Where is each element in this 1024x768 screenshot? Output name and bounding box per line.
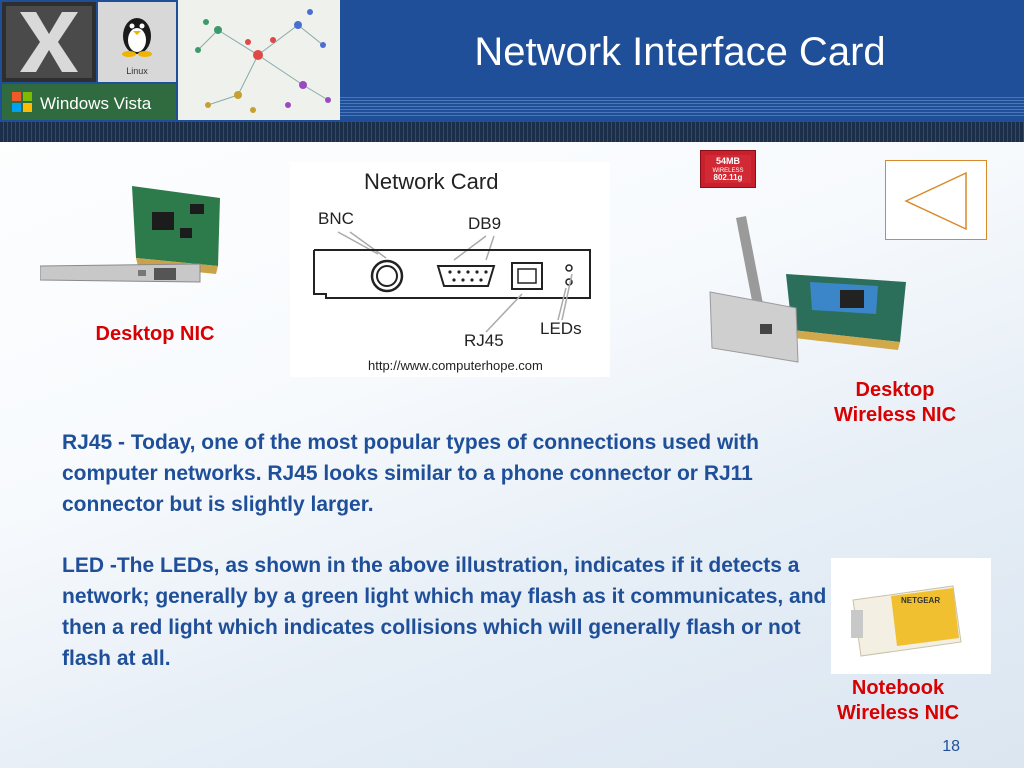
led-paragraph: LED -The LEDs, as shown in the above ill…: [62, 554, 827, 670]
notebook-wireless-nic-caption-line-1: Notebook: [851, 677, 945, 699]
desktop-wireless-nic-caption-line-2: Wireless NIC: [833, 404, 957, 426]
db9-label: DB9: [468, 214, 501, 233]
linux-logo: Linux: [98, 2, 176, 82]
header-divider-bar: [0, 122, 1024, 142]
page-title: Network Interface Card: [474, 30, 886, 74]
linux-logo-text: Linux: [126, 66, 148, 76]
network-graph-image: [178, 0, 340, 120]
bnc-label: BNC: [318, 209, 354, 228]
diagram-source-url: http://www.computerhope.com: [368, 358, 543, 373]
logo-strip: Linux Windows Vista: [0, 0, 342, 122]
diagram-title: Network Card: [364, 169, 498, 194]
desktop-wireless-nic-caption-line-1: Desktop: [855, 379, 935, 401]
wireless-badge: 54MB WIRELESS 802.11g: [700, 150, 756, 188]
windows-vista-logo: Windows Vista: [2, 84, 176, 120]
desktop-wireless-nic-caption: Desktop Wireless NIC: [815, 378, 975, 428]
notebook-wireless-nic-caption: Notebook Wireless NIC: [818, 676, 978, 726]
rj45-label: RJ45: [464, 331, 504, 350]
rj45-paragraph: RJ45 - Today, one of the most popular ty…: [62, 431, 759, 516]
triangle-left-icon: [904, 171, 967, 231]
notebook-wireless-nic-photo: NETGEAR: [831, 558, 991, 674]
desktop-nic-photo: [39, 178, 230, 298]
badge-line-3: 802.11g: [714, 173, 743, 182]
notebook-wireless-nic-caption-line-2: Wireless NIC: [836, 702, 960, 724]
badge-line-2: WIRELESS: [712, 168, 743, 174]
slide-number: 18: [942, 738, 960, 755]
network-card-diagram: Network Card BNC DB9 RJ45 LEDs http://ww…: [290, 162, 610, 377]
desktop-nic-caption: Desktop NIC: [95, 323, 215, 345]
body-text: RJ45 - Today, one of the most popular ty…: [62, 427, 832, 704]
desktop-wireless-nic-photo: [700, 212, 930, 372]
card-brand-text: NETGEAR: [901, 596, 940, 605]
mac-os-x-logo: [2, 2, 96, 82]
windows-vista-text: Windows Vista: [40, 94, 152, 113]
badge-line-1: 54MB: [716, 156, 741, 166]
leds-label: LEDs: [540, 319, 582, 338]
back-navigation-button[interactable]: [885, 160, 987, 240]
header-stripes: [340, 96, 1024, 118]
